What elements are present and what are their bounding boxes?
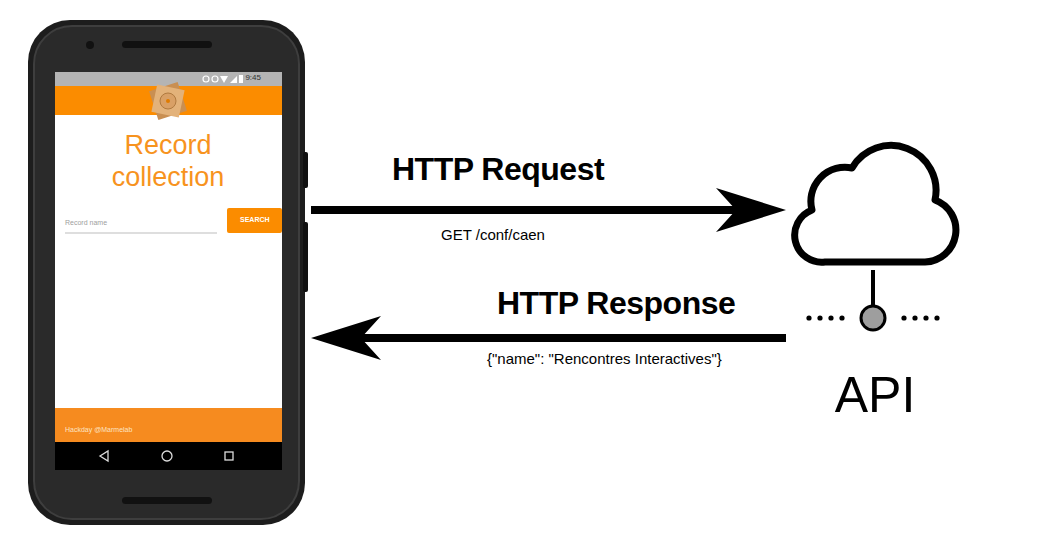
wifi-icon (220, 76, 228, 83)
edge-label: HTTP Response (497, 286, 735, 321)
request-text: GET /conf/caen (441, 226, 545, 244)
phone-speaker (122, 41, 212, 48)
dot (912, 315, 917, 320)
phone-body (28, 20, 305, 525)
dot (806, 315, 811, 320)
record-sleeve (149, 82, 187, 120)
nav-home (162, 451, 172, 461)
nav-recent (225, 452, 233, 460)
dot (934, 315, 939, 320)
phone-button (303, 222, 308, 292)
cloud-icon (795, 145, 956, 262)
phone-screen (55, 72, 282, 470)
api-dots (806, 315, 939, 320)
dot (923, 315, 928, 320)
signal-icon (230, 76, 237, 83)
phone-bezel (34, 26, 299, 519)
nav-bar (55, 442, 282, 470)
phone-speaker (122, 497, 212, 504)
arrow-connector (361, 334, 786, 342)
search-button: SEARCH (227, 208, 282, 233)
response-text: {"name": "Rencontres Interactives"} (487, 350, 722, 368)
api-label: API (790, 370, 960, 420)
arrow-connector (311, 206, 736, 214)
status-icon (212, 76, 218, 82)
record-disc (160, 93, 176, 109)
input-placeholder: Record name (65, 219, 205, 227)
api-node: API (790, 140, 960, 422)
app-footer (55, 408, 282, 442)
phone-button (303, 152, 308, 188)
status-icon (203, 76, 209, 82)
edge-label: HTTP Request (392, 152, 604, 187)
dot (817, 315, 822, 320)
record-icon (149, 82, 187, 120)
api-stem (871, 270, 875, 306)
api-hub (861, 306, 885, 330)
battery-icon (239, 75, 243, 83)
input-underline (65, 233, 217, 234)
footer-text: Hackday @Marmelab (65, 426, 225, 434)
status-time: 9:45 (211, 73, 261, 82)
dot (901, 315, 906, 320)
dot (839, 315, 844, 320)
app-title: Record collection (78, 130, 258, 194)
record-sleeve (151, 84, 184, 117)
dot (828, 315, 833, 320)
phone-camera (86, 41, 94, 49)
phone-app: 9:45Record collectionRecord nameHackday … (28, 20, 305, 525)
status-bar (55, 72, 282, 86)
button-label: SEARCH (240, 216, 270, 224)
record-label (166, 99, 170, 103)
nav-back (100, 451, 108, 461)
